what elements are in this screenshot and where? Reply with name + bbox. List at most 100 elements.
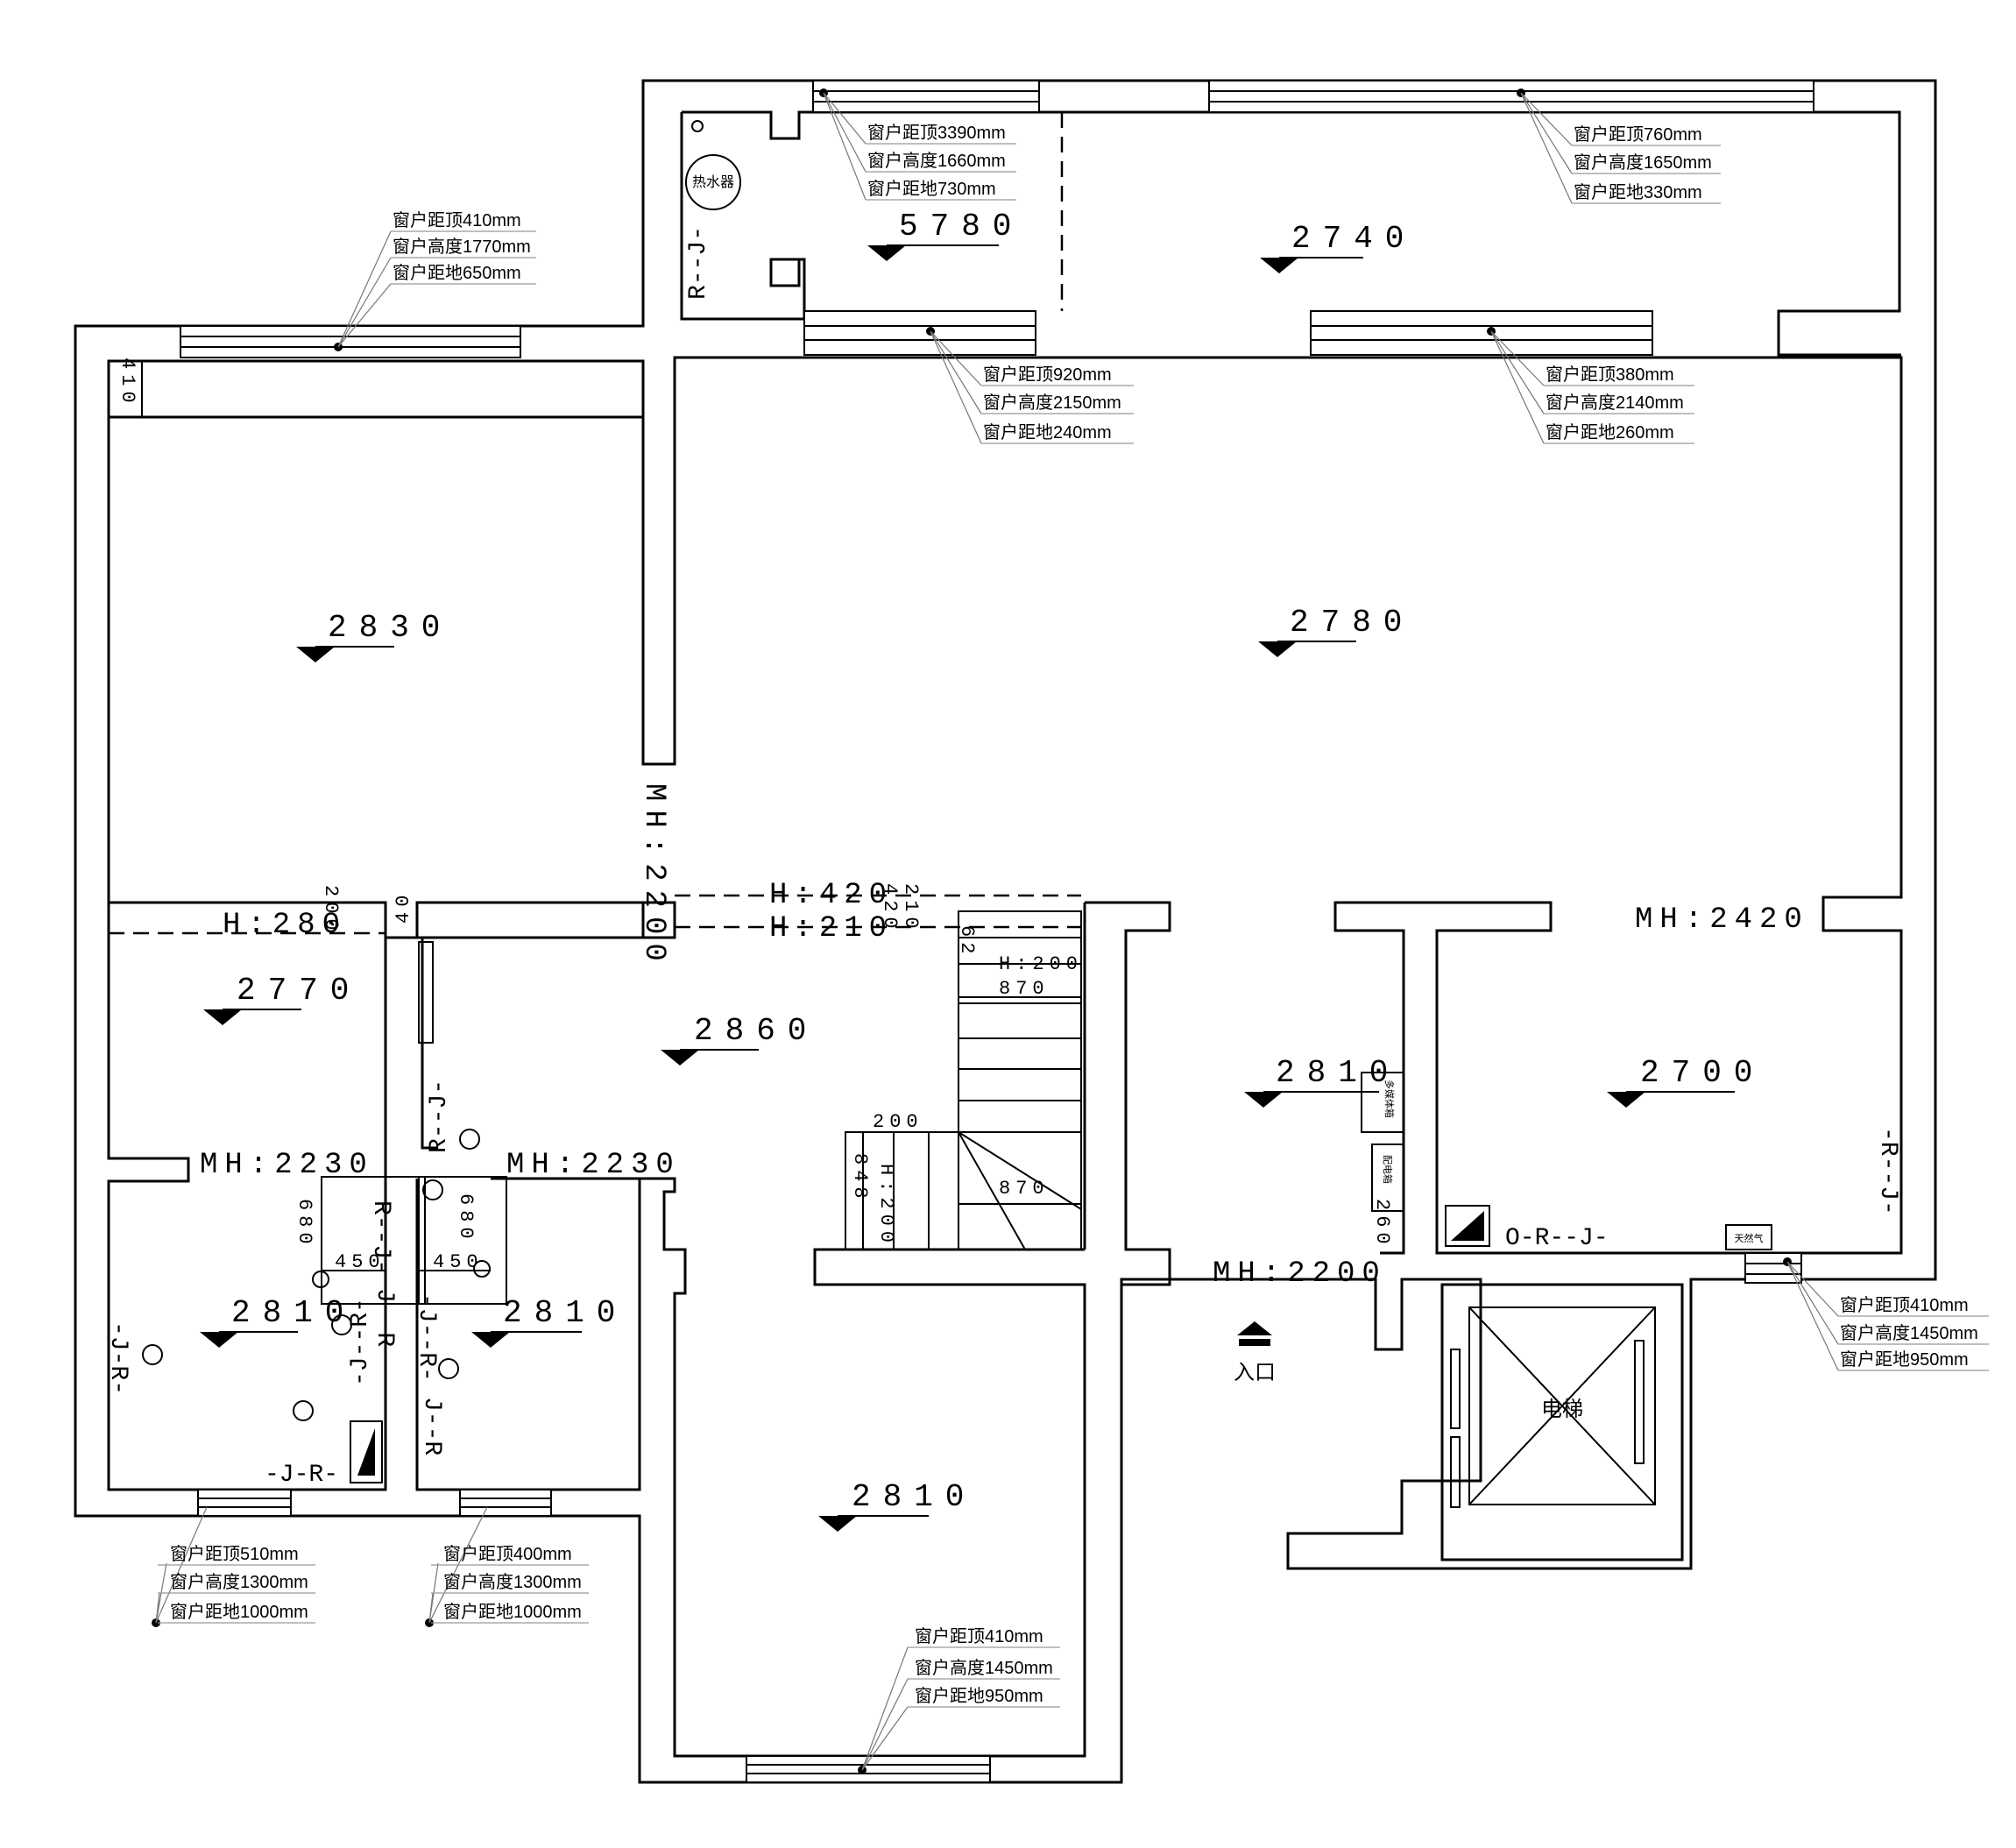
window-note: 窗户距顶410mm 窗户高度1770mm 窗户距地650mm [334, 210, 536, 351]
window-note: 窗户距顶3390mm 窗户高度1660mm 窗户距地730mm [819, 89, 1016, 201]
window-note-height: 窗户高度1300mm [170, 1572, 308, 1592]
window [1744, 1252, 1802, 1284]
level-marker: 2860 [661, 1013, 818, 1066]
svg-text:5780: 5780 [899, 209, 1023, 244]
window-note-top: 窗户距顶400mm [443, 1544, 572, 1564]
window [746, 1755, 991, 1783]
window-note-top: 窗户距顶3390mm [867, 123, 1006, 143]
level-marker: 2830 [296, 610, 452, 662]
svg-text:-J-R-: -J-R- [265, 1462, 338, 1489]
svg-text:410: 410 [117, 358, 138, 408]
svg-text:2740: 2740 [1291, 221, 1416, 257]
svg-text:-R--J-: -R--J- [1874, 1127, 1901, 1215]
svg-text:2830: 2830 [328, 610, 452, 646]
window-note-height: 窗户高度1450mm [915, 1658, 1053, 1678]
svg-text:200: 200 [873, 1111, 923, 1133]
window-note: 窗户距顶510mm 窗户高度1300mm 窗户距地1000mm [152, 1506, 315, 1627]
svg-text:多媒体箱: 多媒体箱 [1383, 1080, 1396, 1118]
beam-heights: H:280 H:420 H:210 H:200 H:200 [223, 879, 1078, 1248]
window [1208, 80, 1814, 113]
window-note-floor: 窗户距地950mm [1840, 1349, 1969, 1370]
svg-text:2810: 2810 [852, 1479, 976, 1515]
svg-text:2860: 2860 [694, 1013, 818, 1049]
window-note-floor: 窗户距地240mm [983, 422, 1112, 443]
window [803, 310, 1036, 356]
svg-text:MH:2420: MH:2420 [1635, 903, 1809, 937]
window-note-height: 窗户高度1450mm [1840, 1323, 1978, 1343]
window-note-height: 窗户高度1660mm [867, 151, 1006, 171]
window-note-floor: 窗户距地1000mm [170, 1602, 308, 1622]
svg-text:848: 848 [849, 1153, 871, 1204]
level-marker: 2700 [1607, 1055, 1765, 1108]
power-box: 配电箱 [1371, 1143, 1404, 1212]
svg-text:入口: 入口 [1234, 1361, 1276, 1384]
level-marker: 2810 [1244, 1055, 1388, 1108]
svg-text:680: 680 [455, 1193, 477, 1244]
svg-text:R--J-: R--J- [685, 226, 712, 300]
svg-text:2700: 2700 [1640, 1055, 1765, 1091]
multimedia-box: 多媒体箱 [1361, 1072, 1404, 1133]
window-note-floor: 窗户距地330mm [1574, 182, 1702, 202]
svg-text:2780: 2780 [1290, 605, 1414, 641]
window [459, 1489, 552, 1517]
svg-text:2810: 2810 [231, 1295, 356, 1331]
svg-text:H:280: H:280 [223, 909, 347, 942]
window-note-height: 窗户高度1650mm [1574, 152, 1712, 173]
svg-text:-J-R-: -J-R- [104, 1321, 131, 1395]
window-note-floor: 窗户距地950mm [915, 1686, 1043, 1706]
svg-text:MH:2200: MH:2200 [1213, 1257, 1387, 1291]
svg-text:J--R: J--R [371, 1288, 398, 1347]
svg-text:420: 420 [879, 883, 901, 934]
pipe-labels: R--J- -R--J- R--J- J--R J--R -J-R- -J--R… [104, 226, 1901, 1489]
svg-text:H:200: H:200 [875, 1164, 897, 1248]
level-marker: 2780 [1258, 605, 1414, 657]
window [197, 1489, 292, 1517]
svg-text:MH:2200: MH:2200 [637, 783, 670, 970]
gas-meter: 天然气 [1725, 1224, 1772, 1250]
beam-dashes [109, 112, 1081, 935]
flues [350, 1205, 1490, 1483]
svg-text:62: 62 [956, 925, 978, 959]
window-note: 窗户距顶410mm 窗户高度1450mm 窗户距地950mm [858, 1626, 1060, 1774]
window-note-height: 窗户高度1770mm [393, 237, 531, 257]
window-note-top: 窗户距顶920mm [983, 365, 1112, 385]
window-note-top: 窗户距顶410mm [393, 210, 521, 230]
svg-text:J--R: J--R [418, 1397, 445, 1455]
water-heater: 热水器 [685, 120, 741, 210]
window-note: 窗户距顶380mm 窗户高度2140mm 窗户距地260mm [1487, 327, 1694, 444]
window-note: 窗户距顶410mm 窗户高度1450mm 窗户距地950mm [1783, 1257, 1989, 1371]
staircase [845, 910, 1082, 1250]
windows [180, 80, 1814, 1783]
svg-text:40: 40 [393, 890, 414, 924]
window-note-floor: 窗户距地650mm [393, 263, 521, 283]
level-marker: 2810 [471, 1295, 627, 1348]
window-note-top: 窗户距顶510mm [170, 1544, 299, 1564]
door-heights: MH:2200 MH:2420 MH:2230 MH:2230 MH:2200 [200, 783, 1809, 1291]
svg-text:2810: 2810 [503, 1295, 627, 1331]
floor-drains [142, 1129, 491, 1421]
svg-text:-J--R-: -J--R- [347, 1298, 374, 1386]
level-marker: 2810 [818, 1479, 976, 1532]
entrance: 入口 [1234, 1321, 1276, 1384]
svg-text:热水器: 热水器 [692, 174, 734, 190]
svg-text:天然气: 天然气 [1735, 1232, 1764, 1244]
window-note: 窗户距顶760mm 窗户高度1650mm 窗户距地330mm [1517, 89, 1721, 204]
level-marker: 5780 [867, 209, 1023, 261]
window-note-top: 窗户距顶410mm [915, 1626, 1043, 1646]
svg-text:配电箱: 配电箱 [1382, 1155, 1394, 1184]
window-note-top: 窗户距顶760mm [1574, 124, 1702, 145]
window-note-top: 窗户距顶410mm [1840, 1295, 1969, 1315]
svg-text:MH:2230: MH:2230 [506, 1149, 681, 1182]
window [1310, 310, 1653, 356]
svg-text:R--J-: R--J- [426, 1080, 453, 1153]
dimensions: 410 40 870 870 200 680 450 680 450 260 2… [117, 358, 1393, 1273]
level-marker: 2810 [200, 1295, 356, 1348]
window-note-height: 窗户高度1300mm [443, 1572, 582, 1592]
svg-text:450: 450 [433, 1251, 484, 1273]
window-note-height: 窗户高度2140mm [1546, 393, 1684, 413]
svg-text:870: 870 [999, 1178, 1050, 1200]
window-note-floor: 窗户距地730mm [867, 179, 996, 199]
svg-text:O-R--J-: O-R--J- [1505, 1225, 1609, 1252]
window [180, 325, 521, 358]
window-note: 窗户距顶920mm 窗户高度2150mm 窗户距地240mm [926, 327, 1134, 444]
